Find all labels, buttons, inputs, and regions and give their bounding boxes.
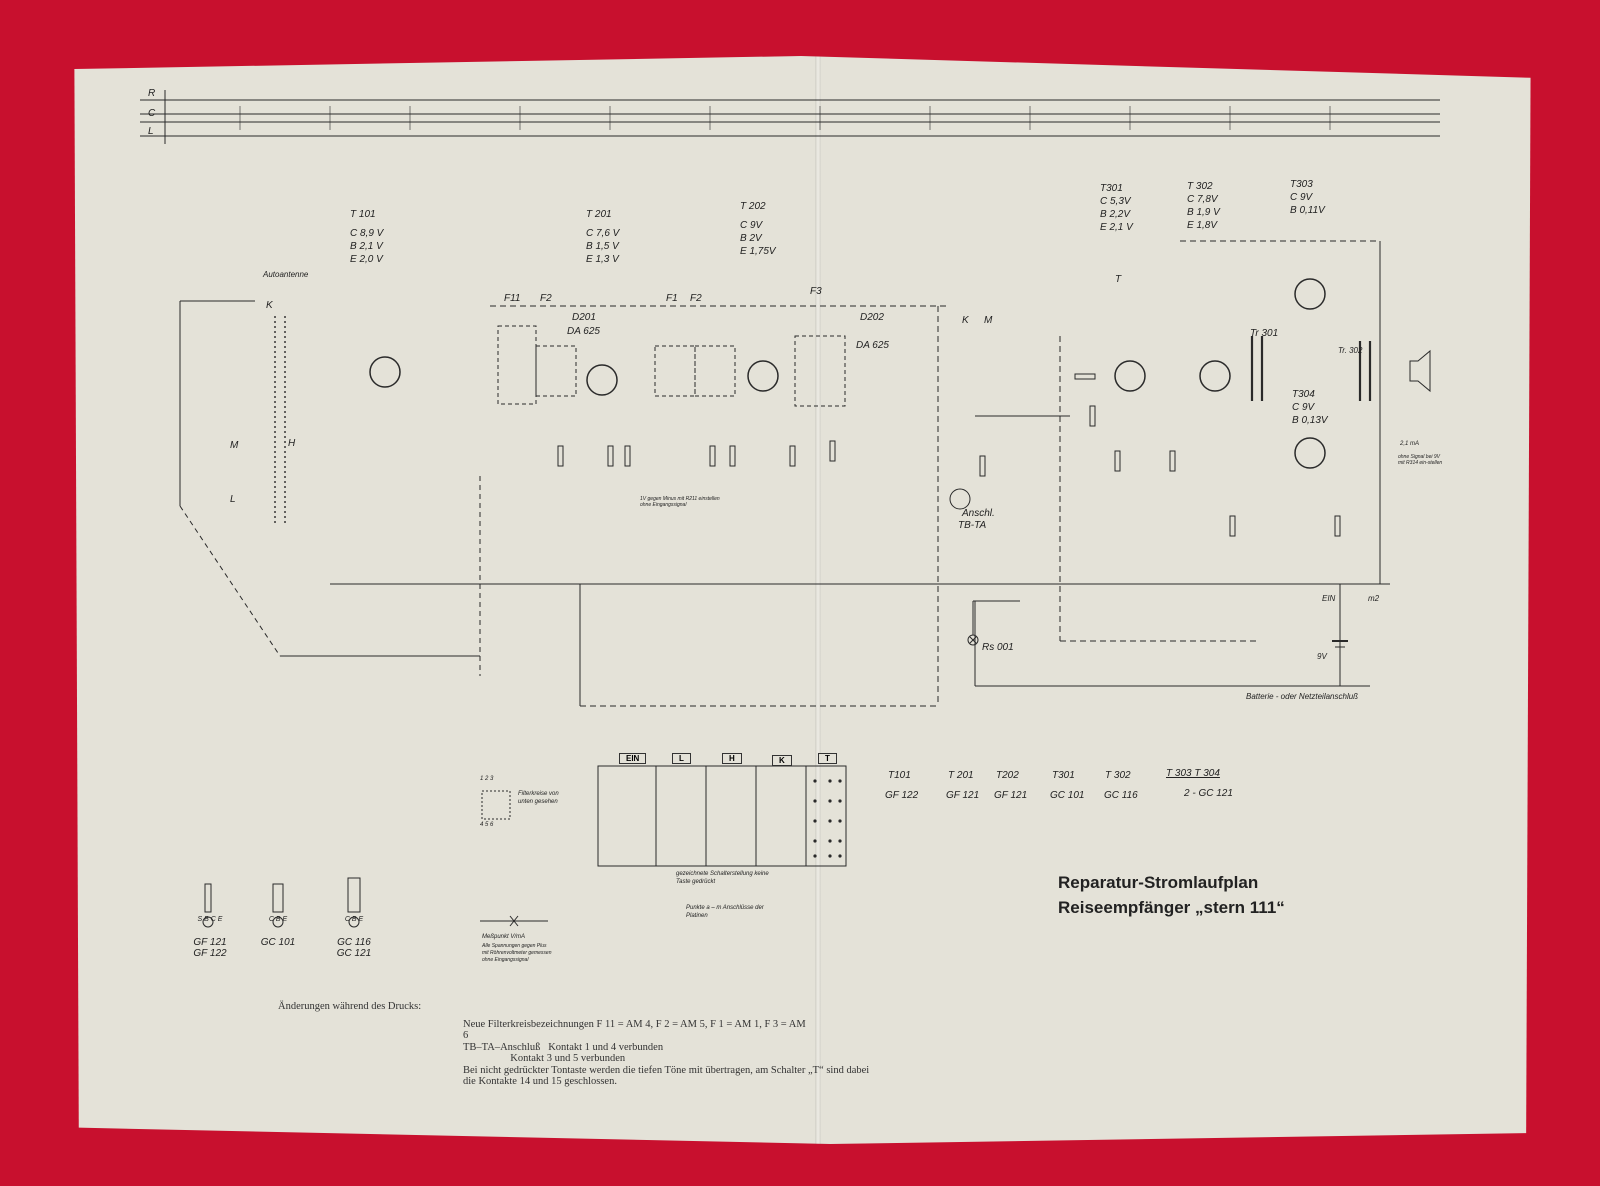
measure-note-label: Meßpunkt V/mA (482, 934, 526, 940)
label-minus-note: 1V gegen Minus mit R211 einstellen ohne … (640, 496, 720, 508)
label-k1: K (266, 300, 273, 311)
switch-header-ein: EIN (619, 753, 647, 764)
type-name-t302: T 302 (1105, 770, 1131, 781)
switch-note-position: gezeichnete Schalterstellung keine Taste… (676, 871, 769, 885)
title-line-2: Reiseempfänger „stern 111“ (1058, 898, 1285, 917)
label-f3: F3 (810, 286, 822, 297)
filter-pins-bottom: 4 5 6 (480, 822, 494, 828)
label-battery: Batterie - oder Netzteilanschluß (1246, 692, 1359, 701)
circuit-diagram (140, 90, 1440, 928)
label-l1: L (230, 494, 236, 505)
label-signal-note: ohne Signal bei 9V mit R314 ein-stellen (1398, 454, 1443, 466)
label-f1: F1 (666, 293, 678, 304)
type-name-t101: T101 (888, 770, 911, 781)
notes-line-1: Neue Filterkreisbezeichnungen F 11 = AM … (463, 1018, 806, 1042)
pinout-gc101: C B E GC 101 (260, 916, 296, 948)
label-m2: m2 (1368, 594, 1380, 603)
title-line-1: Reparatur-Stromlaufplan (1058, 873, 1259, 892)
type-name-t303-t304: T 303 T 304 (1166, 768, 1220, 779)
notes-line-3: Kontakt 3 und 5 verbunden (463, 1053, 626, 1064)
notes-heading: Änderungen während des Drucks: (278, 1001, 422, 1012)
label-tbta: TB-TA (958, 520, 987, 531)
filter-pins-top: 1 2 3 (480, 776, 494, 782)
label-tr302: Tr. 302 (1338, 346, 1363, 355)
ruler-row-l: L (148, 126, 154, 137)
label-9v: 9V (1317, 652, 1327, 661)
label-t-top: T (1115, 274, 1122, 285)
label-anschl: Anschl. (962, 508, 995, 519)
notes-line-2: TB–TA–Anschluß Kontakt 1 und 4 verbunden (463, 1041, 664, 1053)
type-t201: GF 121 (946, 790, 980, 801)
label-da625-b: DA 625 (856, 340, 889, 351)
label-tr301: Tr 301 (1250, 328, 1279, 339)
label-h1: H (288, 438, 296, 449)
type-name-t301: T301 (1052, 770, 1075, 781)
document-title: Reparatur-Stromlaufplan Reiseempfänger „… (1058, 870, 1285, 920)
notes-line-5: die Kontakte 14 und 15 geschlossen. (463, 1076, 617, 1087)
label-ein: EIN (1322, 594, 1336, 603)
type-t101: GF 122 (885, 790, 919, 801)
type-name-t202: T202 (996, 770, 1019, 781)
label-f2a: F2 (540, 293, 552, 304)
ruler-row-r: R (148, 88, 156, 99)
switch-note-points: Punkte a – m Anschlüsse der Platinen (686, 905, 764, 919)
print-changes-notes: Änderungen während des Drucks: Neue Filt… (278, 1001, 869, 1088)
pinout-gf121: S B C E GF 121 GF 122 (193, 916, 227, 959)
label-ma: 2,1 mA (1400, 441, 1420, 447)
type-t202: GF 121 (994, 790, 1028, 801)
label-m1: M (230, 440, 239, 451)
pinout-gc116: C B E GC 116 GC 121 (336, 916, 372, 959)
label-autoantenne: Autoantenne (263, 270, 309, 279)
label-d202: D202 (860, 312, 884, 323)
label-d201: D201 (572, 312, 596, 323)
switch-header-t: T (818, 753, 837, 764)
switch-header-h: H (722, 753, 742, 764)
switch-header-k: K (772, 755, 792, 766)
filter-note: Filterkreise von unten gesehen (518, 791, 559, 805)
paper-fold (815, 56, 821, 1144)
ruler-row-c: C (148, 108, 156, 119)
type-t303-t304: 2 - GC 121 (1184, 788, 1233, 799)
type-t302: GC 116 (1104, 790, 1138, 801)
label-f2b: F2 (690, 293, 702, 304)
type-name-t201: T 201 (948, 770, 974, 781)
type-t301: GC 101 (1050, 790, 1085, 801)
label-da625-a: DA 625 (567, 326, 600, 337)
label-k-top: K (962, 315, 969, 326)
switch-header-l: L (672, 753, 691, 764)
label-rs001: Rs 001 (982, 642, 1014, 653)
label-f11: F11 (504, 293, 521, 304)
label-m-top: M (984, 315, 993, 326)
notes-line-4: Bei nicht gedrückter Tontaste werden die… (463, 1064, 870, 1076)
